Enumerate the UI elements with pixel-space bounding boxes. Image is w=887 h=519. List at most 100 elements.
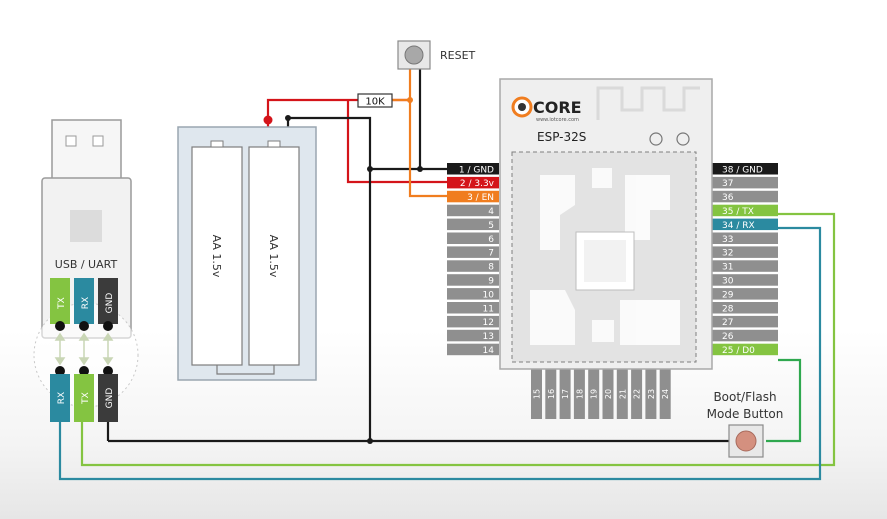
pin-bottom-15 bbox=[531, 369, 542, 419]
pin-left-3 bbox=[447, 190, 499, 203]
usb-uart-chip bbox=[70, 210, 102, 242]
battery-terminal bbox=[267, 140, 281, 148]
pin-left-label: 13 bbox=[483, 332, 494, 342]
logo-gear-center bbox=[518, 103, 526, 111]
pin-right-label: 37 bbox=[722, 179, 733, 189]
jumper-gnd bbox=[98, 374, 118, 422]
junction-dot bbox=[407, 97, 413, 103]
pin-right-label: 25 / D0 bbox=[722, 346, 755, 356]
pin-left-label: 3 / EN bbox=[467, 193, 494, 203]
pin-right-label: 26 bbox=[722, 332, 734, 342]
pin-left-8 bbox=[447, 260, 499, 272]
pin-right-26 bbox=[712, 329, 778, 342]
pin-left-label: 14 bbox=[483, 346, 495, 356]
reset-button[interactable]: RESET bbox=[397, 40, 476, 70]
pin-right-label: 27 bbox=[722, 318, 733, 328]
wire-teal bbox=[58, 226, 822, 481]
pin-bottom-label: 16 bbox=[547, 389, 556, 399]
pin-left-2 bbox=[447, 176, 499, 189]
pin-bottom-17 bbox=[559, 369, 571, 419]
boot-label-line1: Boot/Flash bbox=[713, 390, 776, 404]
pin-left-label: 1 / GND bbox=[459, 165, 494, 175]
battery-cell-label: AA 1.5v bbox=[210, 235, 223, 278]
pin-header-tx bbox=[50, 278, 70, 324]
pin-dot bbox=[79, 366, 89, 376]
jumper-rx bbox=[50, 374, 70, 422]
pin-right-30 bbox=[712, 274, 778, 286]
pin-label: RX bbox=[81, 297, 91, 309]
logo-small-text: www.iotcore.com bbox=[536, 117, 579, 123]
pin-label: GND bbox=[105, 293, 115, 314]
trace-pad bbox=[620, 300, 680, 345]
pin-left-5 bbox=[447, 218, 499, 231]
esp32-chip-die bbox=[584, 240, 626, 282]
wires bbox=[58, 68, 836, 481]
pin-dot bbox=[103, 321, 113, 331]
pin-right-38 bbox=[712, 163, 778, 175]
pin-right-34 bbox=[712, 218, 778, 231]
pin-bottom-18 bbox=[573, 369, 585, 419]
arrow-head bbox=[102, 332, 114, 366]
pin-bottom-label: 18 bbox=[575, 389, 584, 399]
antenna-trace bbox=[596, 86, 700, 120]
pin-right-32 bbox=[712, 246, 778, 258]
pin-right-label: 28 bbox=[722, 304, 734, 314]
pin-right-label: 34 / RX bbox=[722, 221, 755, 231]
pin-dot bbox=[79, 321, 89, 331]
pin-right-label: 30 bbox=[722, 277, 734, 287]
pin-right-25 bbox=[712, 343, 778, 356]
trace-pad bbox=[530, 290, 575, 345]
resistor-body bbox=[357, 93, 393, 108]
pin-left-label: 8 bbox=[488, 263, 494, 273]
pin-left-9 bbox=[447, 274, 499, 286]
pin-right-33 bbox=[712, 232, 778, 244]
pin-right-28 bbox=[712, 302, 778, 314]
pin-left-12 bbox=[447, 315, 499, 328]
trace-pad bbox=[625, 175, 670, 240]
pin-dot bbox=[55, 366, 65, 376]
pin-left-11 bbox=[447, 302, 499, 314]
boot-flash-button[interactable]: Boot/Flash Mode Button bbox=[707, 390, 784, 458]
pin-right-36 bbox=[712, 190, 778, 203]
pin-bottom-19 bbox=[588, 369, 600, 419]
pin-right-label: 36 bbox=[722, 193, 734, 203]
boot-button-cap[interactable] bbox=[735, 430, 757, 452]
pin-right-29 bbox=[712, 288, 778, 300]
battery-holder: AA 1.5v AA 1.5v bbox=[177, 126, 317, 381]
pin-label: RX bbox=[57, 392, 67, 404]
core-logo: CORE www.iotcore.com bbox=[511, 96, 582, 123]
junction-dot bbox=[263, 115, 273, 125]
pin-header-gnd bbox=[98, 278, 118, 324]
pin-bottom-21 bbox=[616, 369, 628, 419]
pin-left-4 bbox=[447, 204, 499, 217]
battery-cell-label: AA 1.5v bbox=[267, 235, 280, 278]
pin-left-label: 9 bbox=[488, 277, 494, 287]
pin-right-31 bbox=[712, 260, 778, 272]
pin-bottom-label: 17 bbox=[561, 389, 570, 399]
jumper-tx bbox=[74, 374, 94, 422]
pin-left-label: 2 / 3.3v bbox=[460, 179, 495, 189]
pin-left-label: 5 bbox=[488, 221, 494, 231]
pin-left-14 bbox=[447, 343, 499, 356]
boot-label-line2: Mode Button bbox=[707, 407, 784, 421]
pin-right-label: 38 / GND bbox=[722, 165, 763, 175]
usb-plug-hole bbox=[65, 135, 77, 147]
battery-link bbox=[216, 365, 275, 375]
battery-cell bbox=[191, 146, 243, 366]
mount-hole bbox=[676, 132, 690, 146]
pin-bottom-label: 24 bbox=[661, 389, 670, 399]
pin-bottom-label: 22 bbox=[633, 389, 642, 399]
pin-right-label: 35 / TX bbox=[722, 207, 754, 217]
junction-dot bbox=[367, 166, 373, 172]
pin-header-rx bbox=[74, 278, 94, 324]
pin-bottom-24 bbox=[659, 369, 671, 419]
pin-bottom-20 bbox=[602, 369, 614, 419]
pin-right-27 bbox=[712, 315, 778, 328]
reset-button-cap[interactable] bbox=[404, 45, 424, 65]
pin-label: GND bbox=[105, 388, 115, 409]
pin-left-7 bbox=[447, 246, 499, 258]
pin-left-6 bbox=[447, 232, 499, 244]
